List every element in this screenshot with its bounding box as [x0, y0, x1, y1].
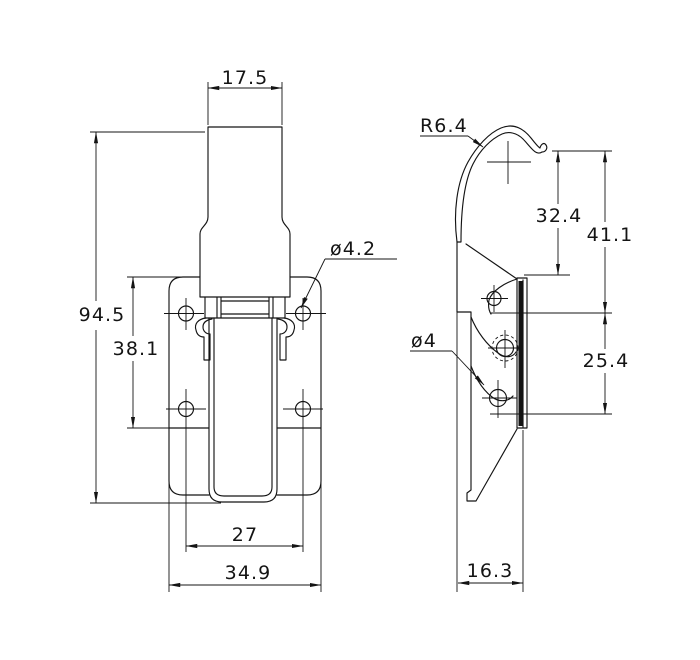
dim-hole-spacing: 25.4: [490, 312, 630, 415]
label-side-hole-diameter: ø4: [410, 330, 485, 386]
front-view: 17.5 94.5 38.1 ø4.2 27: [79, 67, 397, 592]
dim-overall-height: 94.5: [79, 131, 221, 504]
side-view-outline: [454, 125, 548, 502]
dim-text-base-width: 34.9: [225, 562, 272, 584]
hole-center-marks: [164, 298, 326, 552]
dim-text-overall-height: 94.5: [79, 304, 126, 326]
dim-text-total-height: 41.1: [587, 224, 634, 246]
dim-text-curl-radius: R6.4: [420, 115, 468, 137]
dim-text-depth: 16.3: [467, 560, 514, 582]
dim-hole-row-spacing: 38.1: [113, 276, 183, 429]
spring-curl: [454, 125, 548, 243]
front-view-outline: [164, 126, 326, 552]
label-curl-radius: R6.4: [420, 115, 484, 148]
dim-total-height: 41.1: [491, 150, 634, 314]
side-hole-center-marks: [481, 285, 523, 418]
pivot-barrel: [199, 296, 291, 319]
dim-base-width: 34.9: [168, 481, 322, 592]
base-plate: [168, 276, 322, 496]
side-view: R6.4 32.4 41.1 25.4 ø4: [410, 115, 634, 592]
dim-upper-height: 32.4: [524, 150, 612, 276]
dim-top-width: 17.5: [207, 67, 283, 125]
back-flange: [516, 277, 528, 429]
dim-text-hole-row-spacing: 38.1: [113, 338, 160, 360]
curl-center-mark: [487, 141, 531, 184]
side-body: [456, 241, 518, 502]
dim-text-hole-spacing: 25.4: [583, 350, 630, 372]
dim-text-hole-diameter: ø4.2: [330, 238, 376, 260]
dim-hole-column-spacing: 27: [185, 524, 304, 549]
dim-text-hole-column-spacing: 27: [232, 524, 258, 546]
dim-text-top-width: 17.5: [222, 67, 269, 89]
dim-text-side-hole-diameter: ø4: [411, 330, 437, 352]
spring-hook-right: [277, 317, 296, 361]
flange-edge-fill: [518, 281, 523, 426]
latch-loop: [208, 317, 278, 503]
tab-1: [488, 278, 518, 315]
dim-text-upper-height: 32.4: [536, 205, 583, 227]
tab-2-scoop: [470, 316, 517, 358]
lever-outline: [199, 126, 291, 298]
dim-depth: 16.3: [456, 312, 524, 592]
label-hole-diameter: ø4.2: [300, 238, 397, 309]
